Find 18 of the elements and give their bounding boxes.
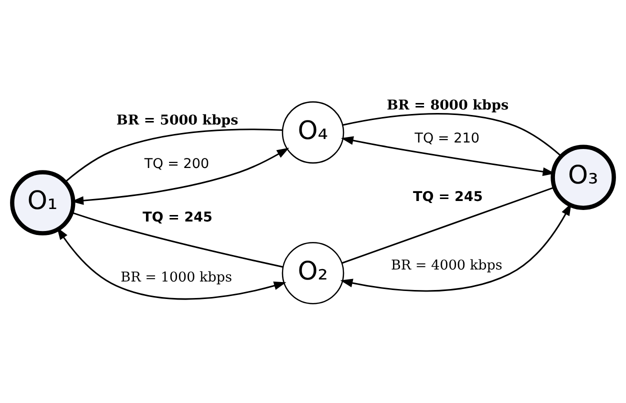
- connector: [72, 212, 284, 268]
- node-circle: O₃: [550, 144, 616, 210]
- arrow: [340, 203, 572, 292]
- edge-label: TQ = 245: [412, 188, 483, 205]
- connector: [64, 128, 283, 182]
- edge-label: TQ = 200: [144, 156, 210, 172]
- edge-label: BR = 8000 kbps: [386, 97, 509, 114]
- node-circle: O₄: [282, 101, 344, 164]
- connector: [342, 186, 554, 264]
- arrow: [56, 227, 286, 300]
- connector: [342, 113, 562, 157]
- node-circle: O₂: [282, 242, 344, 304]
- edge-label: BR = 4000 kbps: [390, 258, 502, 274]
- edge-label: BR = 1000 kbps: [120, 269, 232, 286]
- edge-label: TQ = 245: [142, 209, 213, 226]
- edge-label: TQ = 210: [414, 130, 480, 146]
- edge-label: BR = 5000 kbps: [116, 112, 238, 129]
- node-circle: O₁: [10, 170, 76, 236]
